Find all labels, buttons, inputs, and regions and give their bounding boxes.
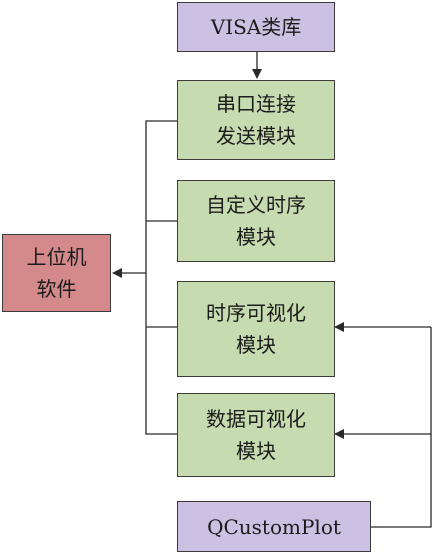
timing-define-line-2: 模块 bbox=[236, 225, 276, 249]
data-visual-line-1: 数据可视化 bbox=[206, 407, 306, 431]
timing-visual-line-1: 时序可视化 bbox=[206, 301, 306, 325]
serial-module-line-2: 发送模块 bbox=[216, 124, 296, 148]
timing-visual-module-node: 时序可视化 模块 bbox=[177, 281, 335, 377]
serial-module-node: 串口连接 发送模块 bbox=[177, 80, 335, 160]
data-visual-module-node: 数据可视化 模块 bbox=[177, 393, 335, 477]
qcustomplot-node: QCustomPlot bbox=[177, 501, 371, 552]
host-software-node: 上位机 软件 bbox=[2, 234, 111, 312]
qcustomplot-label: QCustomPlot bbox=[207, 514, 341, 539]
qcp-return-line bbox=[371, 327, 432, 528]
visa-library-node: VISA类库 bbox=[177, 2, 335, 52]
timing-define-module-node: 自定义时序 模块 bbox=[177, 180, 335, 262]
serial-module-line-1: 串口连接 bbox=[216, 92, 296, 116]
host-software-line-2: 软件 bbox=[36, 277, 77, 301]
timing-define-line-1: 自定义时序 bbox=[206, 193, 306, 217]
bus-modules-to-host bbox=[145, 120, 177, 435]
host-software-line-1: 上位机 bbox=[26, 245, 87, 269]
timing-visual-line-2: 模块 bbox=[236, 333, 276, 357]
visa-library-label: VISA类库 bbox=[210, 15, 302, 39]
data-visual-line-2: 模块 bbox=[236, 439, 276, 463]
